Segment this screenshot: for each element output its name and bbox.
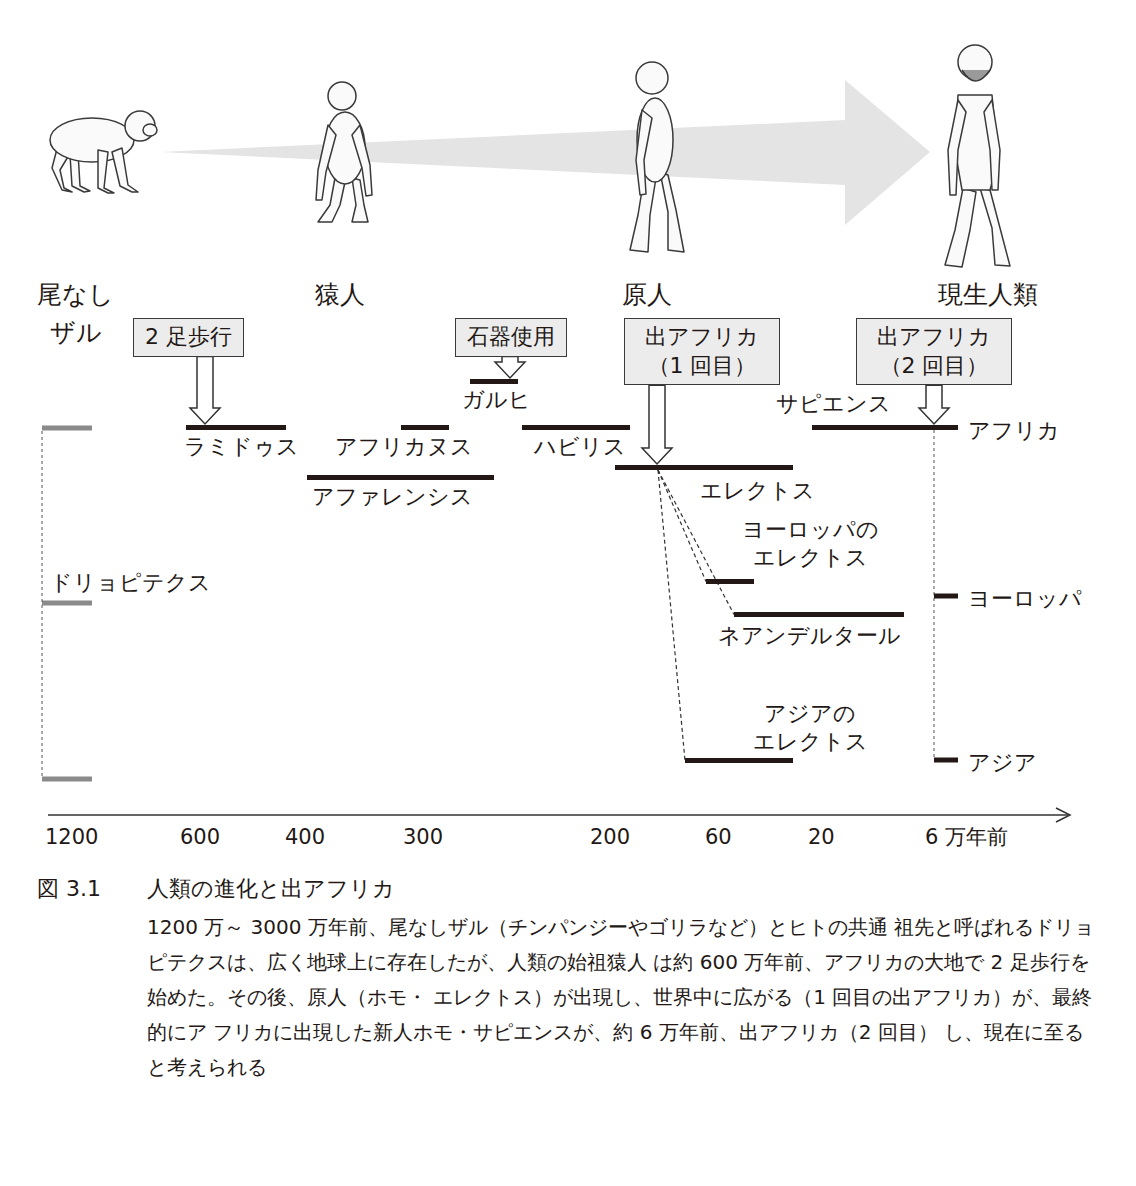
connector — [642, 385, 672, 464]
gray-bar — [42, 601, 92, 606]
face — [143, 124, 157, 136]
hollow-arrow — [190, 357, 220, 424]
connector — [190, 357, 220, 424]
axis-arrowhead — [1056, 808, 1070, 822]
hollow-arrow — [919, 385, 949, 424]
erectus-figure — [630, 62, 684, 252]
text-label: ドリョピテクス — [50, 566, 211, 599]
leg — [980, 188, 1010, 266]
ape-figure — [50, 111, 157, 193]
arm — [636, 110, 652, 195]
time-bar: ヨーロッパの エレクトス — [706, 579, 754, 584]
hollow-arrow — [495, 357, 525, 378]
text-label: アジア — [968, 746, 1037, 779]
text-label: 400 — [285, 822, 325, 854]
text-label: アフリカ — [968, 414, 1060, 447]
text-label: 60 — [705, 822, 732, 854]
dashed-connector — [658, 470, 685, 761]
bar-label: アファレンシス — [312, 483, 473, 511]
region-bar — [934, 758, 958, 763]
figure-caption: 1200 万～ 3000 万年前、尾なしザル（チンパンジーやゴリラなど）とヒトの… — [147, 910, 1097, 1085]
text-label: 20 — [808, 822, 835, 854]
bar-label: ラミドゥス — [184, 433, 299, 461]
label-box: 出アフリカ （2 回目） — [856, 318, 1012, 385]
box-text: 出アフリカ （1 回目） — [636, 323, 768, 380]
time-bar: アジアの エレクトス — [685, 758, 793, 763]
connector — [658, 470, 685, 761]
connector — [919, 385, 949, 424]
time-bar: アフリカヌス — [401, 425, 449, 430]
label-box: 石器使用 — [455, 318, 567, 357]
dashed-connector — [658, 470, 706, 582]
text-label: 6 万年前 — [925, 822, 1008, 854]
gray-bar — [42, 777, 92, 782]
leg — [660, 172, 684, 252]
text-label: 1200 — [45, 822, 98, 854]
arm — [984, 100, 1000, 190]
text-label: ヨーロッパ — [968, 582, 1082, 615]
australopith-figure — [316, 82, 372, 222]
box-text: 出アフリカ （2 回目） — [868, 323, 1000, 380]
time-bar: ネアンデルタール — [734, 612, 904, 617]
time-bar: アファレンシス — [307, 475, 494, 480]
label-box: 出アフリカ （1 回目） — [624, 318, 780, 385]
bar-label: アフリカヌス — [335, 433, 473, 461]
leg — [112, 148, 138, 192]
figure-title: 人類の進化と出アフリカ — [147, 872, 395, 905]
connector — [495, 357, 525, 378]
connector — [658, 470, 706, 582]
text-label: 原人 — [622, 276, 672, 314]
text-label: 300 — [403, 822, 443, 854]
time-bar: サピエンス — [812, 425, 958, 430]
time-bar: エレクトス — [615, 465, 793, 470]
head — [636, 62, 668, 94]
arm — [948, 100, 966, 195]
arm — [352, 125, 372, 196]
bar-label: アジアの エレクトス — [735, 700, 885, 755]
leg — [98, 150, 114, 193]
evolution-arrow — [160, 80, 930, 225]
text-label: 図 3.1 — [37, 872, 101, 905]
text-label: 200 — [590, 822, 630, 854]
label-box: 2 足歩行 — [133, 318, 244, 357]
beard — [962, 70, 990, 81]
time-axis — [48, 814, 1068, 816]
bar-label: エレクトス — [700, 477, 815, 505]
text-label: 600 — [180, 822, 220, 854]
dryopithecus-bars — [42, 428, 92, 779]
text-label: 現生人類 — [938, 276, 1038, 314]
leg — [945, 188, 976, 267]
box-text: 石器使用 — [467, 323, 555, 352]
time-bar: ラミドゥス — [186, 425, 286, 430]
region-bar — [934, 594, 958, 599]
time-bar: ハビリス — [522, 425, 630, 430]
gray-bar — [42, 426, 92, 431]
sapiens-figure — [945, 45, 1010, 267]
bar-label: ネアンデルタール — [718, 622, 901, 650]
text-label: 猿人 — [315, 276, 365, 314]
dashed-bracket — [42, 431, 43, 776]
head — [328, 82, 356, 110]
bar-label: ハビリス — [534, 433, 626, 461]
box-text: 2 足歩行 — [145, 323, 232, 352]
arm — [316, 125, 336, 200]
bar-label: ガルヒ — [462, 386, 531, 414]
text-label: 尾なし ザル — [28, 276, 123, 351]
time-bar: ガルヒ — [470, 379, 518, 384]
bar-label: ヨーロッパの エレクトス — [725, 516, 895, 571]
bar-label: サピエンス — [776, 390, 891, 418]
hollow-arrow — [642, 385, 672, 464]
